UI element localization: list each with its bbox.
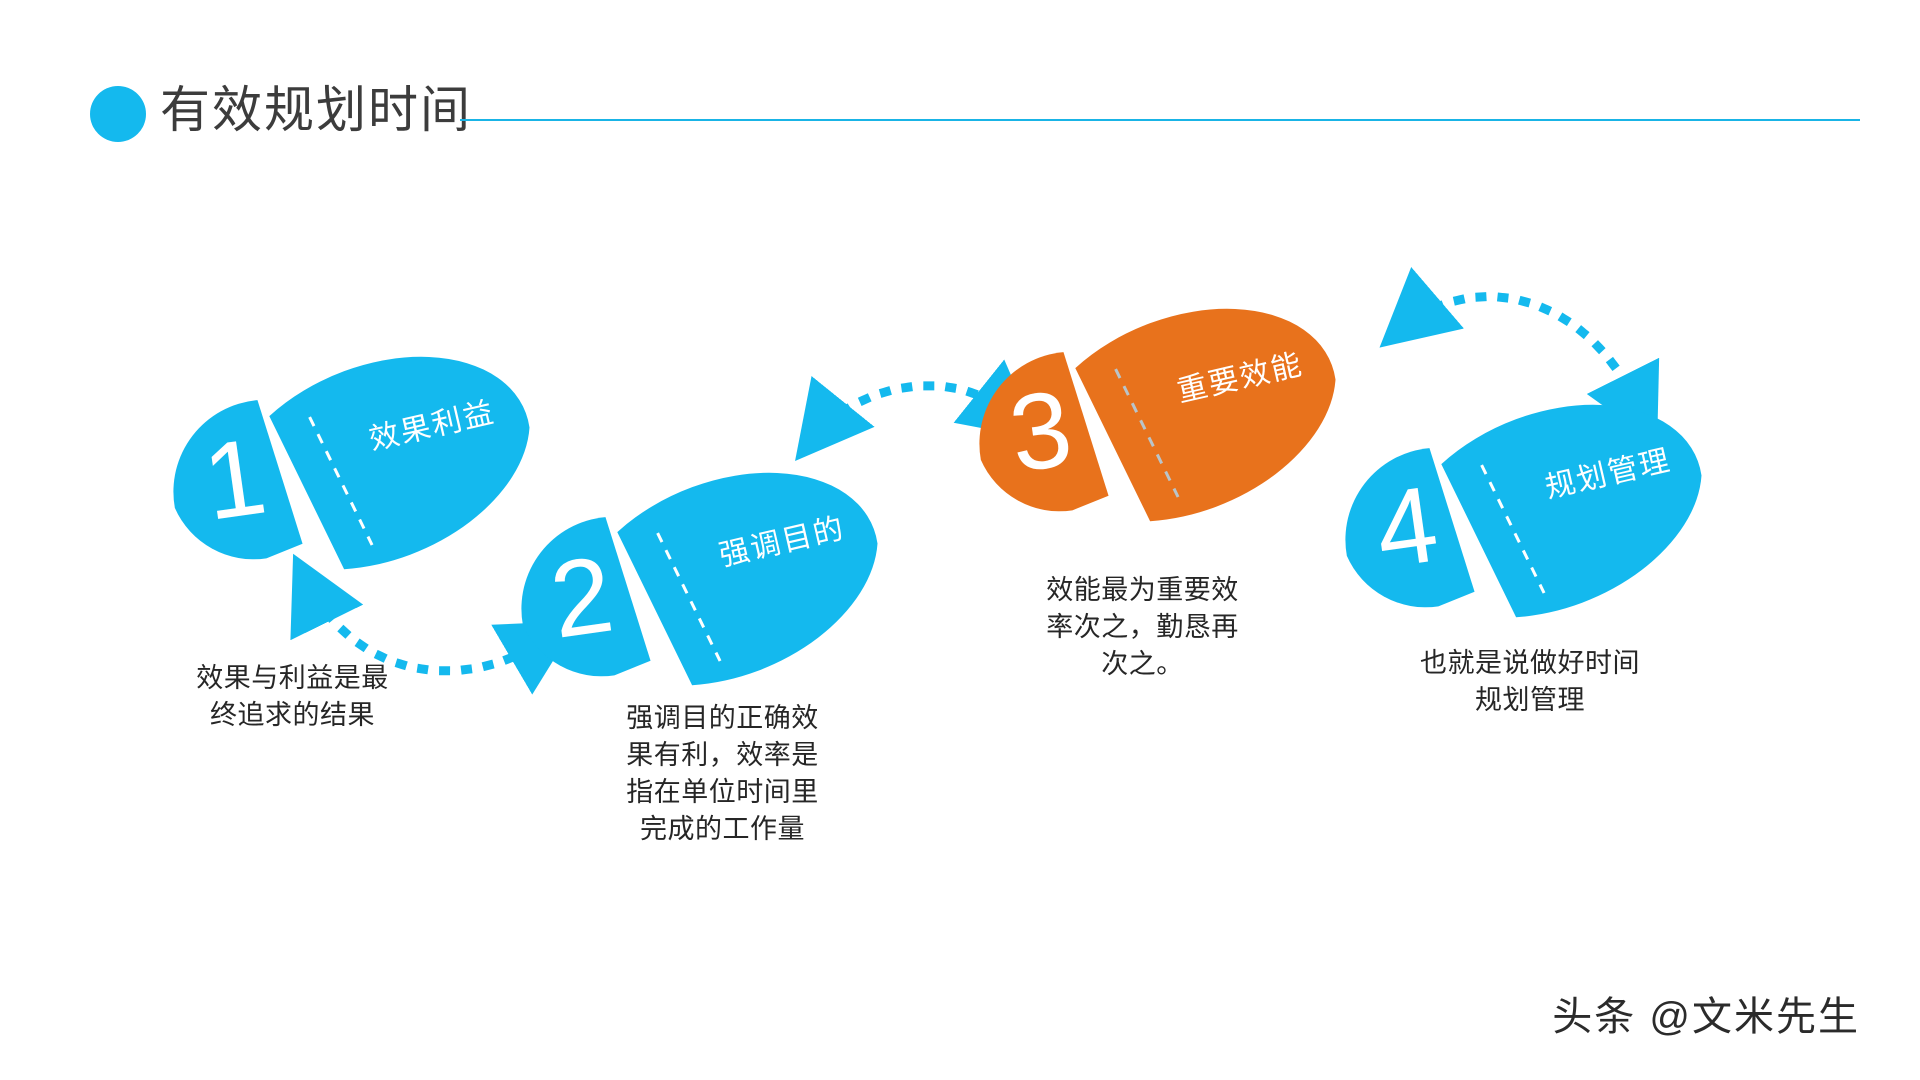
step-1-dashed-separator <box>308 416 374 546</box>
step-shape-1[interactable]: 1 效果利益 <box>147 314 558 584</box>
step-1-number-wedge <box>173 400 303 560</box>
step-4-body <box>1441 404 1702 618</box>
connector-1-2 <box>290 553 578 695</box>
step-2-number-wedge <box>521 517 651 677</box>
step-1-body <box>269 356 530 570</box>
step-shape-3[interactable]: 3 重要效能 <box>953 266 1364 536</box>
step-4-number-wedge <box>1345 448 1475 608</box>
title-divider <box>460 119 1860 121</box>
step-shape-2[interactable]: 2 强调目的 <box>495 430 906 700</box>
step-3-dashed-separator <box>1114 368 1180 498</box>
step-4-dashed-separator <box>1480 464 1546 594</box>
step-3-number-wedge <box>979 352 1109 512</box>
step-1-caption: 效果与利益是最终追求的结果 <box>196 663 389 730</box>
page-title: 有效规划时间 <box>160 82 472 138</box>
slide-header: 有效规划时间 <box>0 0 1920 170</box>
watermark-text: 头条 @文米先生 <box>1552 995 1860 1039</box>
step-2-caption: 强调目的正确效果有利，效率是指在单位时间里完成的工作量 <box>626 703 819 844</box>
step-3-body <box>1075 308 1336 522</box>
step-shape-4[interactable]: 4 规划管理 <box>1319 362 1730 632</box>
circle-bullet-icon <box>90 86 146 142</box>
step-2-dashed-separator <box>656 532 722 662</box>
step-3-caption: 效能最为重要效率次之，勤恳再次之。 <box>1046 575 1239 679</box>
connector-2-3 <box>795 359 1039 462</box>
step-2-body <box>617 472 878 686</box>
connector-3-4 <box>1379 267 1660 445</box>
step-4-caption: 也就是说做好时间规划管理 <box>1420 648 1640 715</box>
